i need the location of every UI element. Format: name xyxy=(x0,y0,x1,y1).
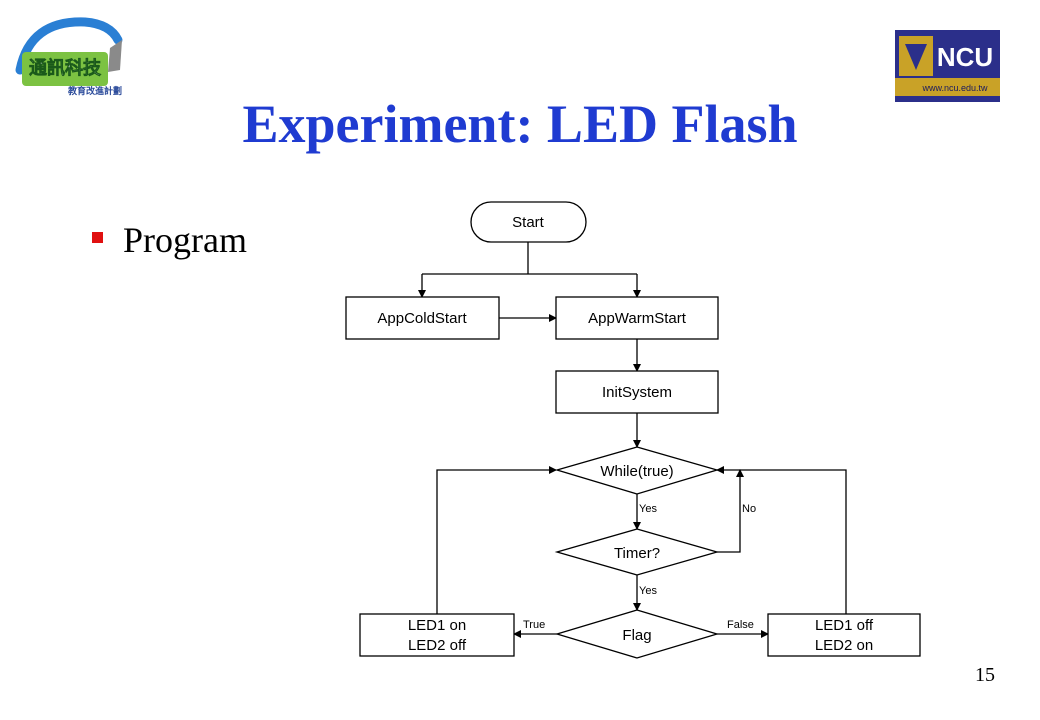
label-timer: Timer? xyxy=(614,545,660,562)
node-while-loop xyxy=(554,446,720,495)
slide-title: Experiment: LED Flash xyxy=(242,94,798,154)
arrow-ledoff-back xyxy=(716,466,847,614)
logo-left-text: 通訊科技 xyxy=(29,57,102,79)
edge-label-true: True xyxy=(523,619,545,631)
node-warmstart xyxy=(555,296,719,340)
logo-right-text: NCU xyxy=(937,42,993,72)
node-led-off xyxy=(767,613,921,657)
page-number: 15 xyxy=(975,664,995,686)
label-led-on-line1: LED1 on xyxy=(408,617,466,634)
arrow-timer-no xyxy=(717,469,744,553)
label-flag: Flag xyxy=(622,627,651,644)
node-start xyxy=(470,201,587,243)
edge-label-no-timer: No xyxy=(742,503,756,515)
logo-left-subtext: 教育改進計劃 xyxy=(67,85,122,97)
label-start: Start xyxy=(512,214,545,231)
flowchart-connectors xyxy=(418,242,847,638)
program-logo: 通訊科技 教育改進計劃 xyxy=(15,17,123,97)
university-logo: NCU www.ncu.edu.tw xyxy=(895,30,1000,102)
label-while-loop: While(true) xyxy=(600,463,673,480)
edge-label-yes-loop: Yes xyxy=(639,503,657,515)
node-led-on xyxy=(359,613,515,657)
label-initsystem: InitSystem xyxy=(602,384,672,401)
edge-label-yes-timer: Yes xyxy=(639,585,657,597)
label-led-on-line2: LED2 off xyxy=(408,637,467,654)
node-coldstart xyxy=(345,296,500,340)
edge-label-false: False xyxy=(727,619,754,631)
label-led-off-line1: LED1 off xyxy=(815,617,874,634)
node-initsystem xyxy=(555,370,719,414)
label-led-off-line2: LED2 on xyxy=(815,637,873,654)
arrow-ledon-back xyxy=(436,466,557,614)
label-coldstart: AppColdStart xyxy=(377,310,467,327)
bullet-text: Program xyxy=(123,220,247,260)
logo-right-url: www.ncu.edu.tw xyxy=(921,83,988,93)
label-warmstart: AppWarmStart xyxy=(588,310,687,327)
bullet-square-icon xyxy=(92,232,103,243)
node-flag xyxy=(554,609,720,659)
node-timer xyxy=(554,528,720,576)
